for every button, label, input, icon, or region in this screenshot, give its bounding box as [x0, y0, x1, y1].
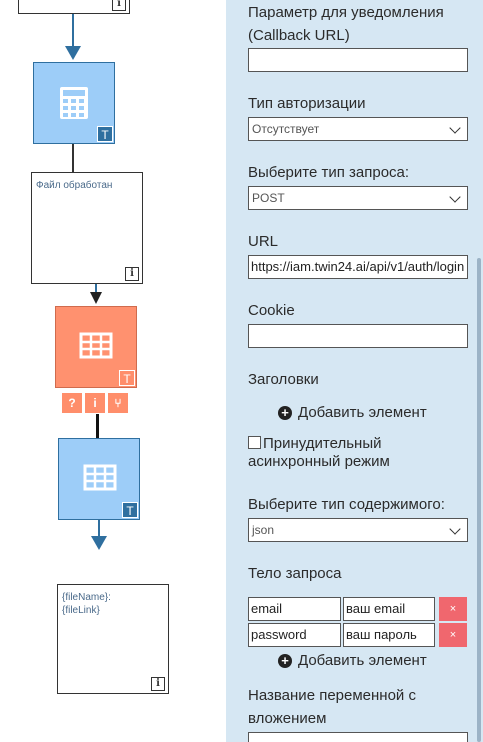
cookie-label: Cookie	[248, 302, 295, 319]
flow-node-top[interactable]: i	[18, 0, 130, 14]
async-mode-checkbox[interactable]	[248, 435, 261, 449]
table-node[interactable]: T	[58, 438, 140, 520]
node-action-bar: ? i ⑂	[62, 393, 128, 413]
template-badge[interactable]: T	[122, 502, 138, 518]
info-icon[interactable]: i	[125, 267, 139, 281]
template-badge[interactable]: T	[97, 126, 113, 142]
connector-line	[95, 284, 97, 294]
node-text: {fileName}: {fileLink}	[62, 592, 111, 616]
cookie-input[interactable]	[248, 324, 468, 348]
callback-url-label: Параметр для уведомления (Callback URL)	[248, 4, 444, 44]
flow-canvas[interactable]: i T Файл обработан i T	[0, 0, 226, 742]
chevron-down-icon	[449, 191, 461, 203]
calculator-icon	[60, 87, 88, 119]
async-mode-label: Принудительный асинхронный режим	[248, 435, 390, 470]
connector-line	[98, 520, 100, 538]
auth-type-label: Тип авторизации	[248, 95, 366, 112]
body-value-input[interactable]: ваш пароль	[343, 623, 435, 647]
info-icon[interactable]: i	[112, 0, 126, 11]
chevron-down-icon	[449, 122, 461, 134]
request-body-label: Тело запроса	[248, 565, 342, 582]
body-key-input[interactable]: password	[248, 623, 341, 647]
request-type-select[interactable]: POST	[248, 186, 468, 210]
body-value-input[interactable]: ваш email	[343, 597, 435, 621]
calculator-node[interactable]: T	[33, 62, 115, 144]
request-type-value: POST	[252, 191, 285, 205]
connector-line	[72, 144, 74, 172]
template-badge[interactable]: T	[119, 370, 135, 386]
help-icon[interactable]: ?	[62, 393, 82, 413]
connector-line	[96, 414, 99, 438]
content-type-label: Выберите тип содержимого:	[248, 496, 445, 513]
connector-line	[72, 14, 74, 48]
add-header-button[interactable]: + Добавить элемент	[278, 403, 427, 423]
table-icon	[83, 464, 117, 491]
attachment-var-label: Название переменной с вложением	[248, 687, 416, 727]
headers-label: Заголовки	[248, 371, 319, 388]
table-icon	[79, 332, 113, 359]
callback-url-input[interactable]	[248, 48, 468, 72]
url-label: URL	[248, 233, 279, 250]
auth-type-value: Отсутствует	[252, 122, 320, 136]
request-type-label: Выберите тип запроса:	[248, 164, 410, 181]
add-body-row-label: Добавить элемент	[298, 652, 427, 669]
body-key-input[interactable]: email	[248, 597, 341, 621]
url-input[interactable]: https://iam.twin24.ai/api/v1/auth/login	[248, 255, 468, 279]
chevron-down-icon	[449, 523, 461, 535]
plus-icon: +	[278, 406, 292, 420]
auth-type-select[interactable]: Отсутствует	[248, 117, 468, 141]
delete-row-button[interactable]: ×	[439, 623, 467, 647]
content-type-value: json	[252, 523, 275, 537]
message-node-file-processed[interactable]: Файл обработан i	[31, 172, 143, 284]
connector-arrow	[65, 46, 81, 60]
branch-icon[interactable]: ⑂	[108, 393, 128, 413]
info-icon[interactable]: i	[151, 677, 165, 691]
panel-scrollbar-thumb[interactable]	[477, 258, 481, 742]
add-header-label: Добавить элемент	[298, 404, 427, 421]
content-type-select[interactable]: json	[248, 518, 468, 542]
delete-row-button[interactable]: ×	[439, 597, 467, 621]
connector-arrow	[91, 536, 107, 550]
connector-arrow	[90, 292, 102, 304]
table-node-selected[interactable]: T	[55, 306, 137, 388]
message-node-file-link[interactable]: {fileName}: {fileLink} i	[57, 584, 169, 694]
node-text: Файл обработан	[36, 180, 113, 191]
attachment-var-input[interactable]	[248, 732, 468, 742]
async-mode-option[interactable]: Принудительный асинхронный режим	[248, 435, 448, 471]
info-icon[interactable]: i	[85, 393, 105, 413]
node-settings-panel: Параметр для уведомления (Callback URL) …	[226, 0, 483, 742]
plus-icon: +	[278, 654, 292, 668]
add-body-row-button[interactable]: + Добавить элемент	[278, 651, 427, 671]
